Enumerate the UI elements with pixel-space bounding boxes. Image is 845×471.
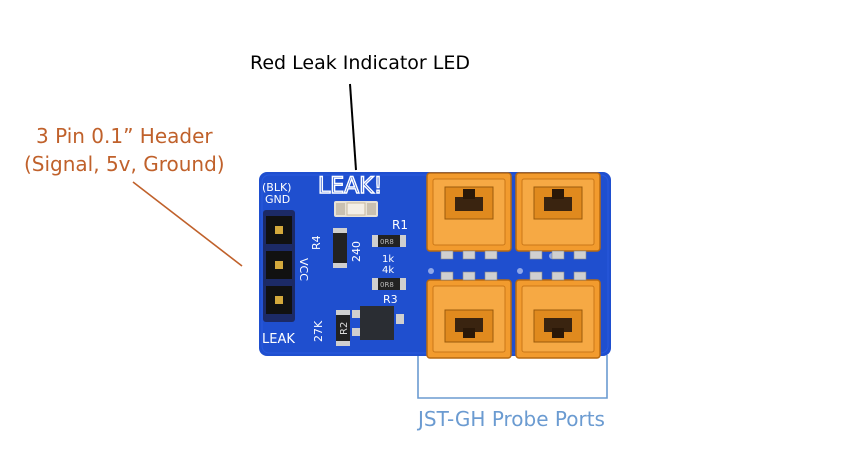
silk-r3: R3 [383,293,398,306]
silk-r240: 240 [350,241,363,262]
resistor-r4 [333,228,347,268]
silk-vcc: VCC [297,258,310,281]
silk-0r8-b: 0R8 [380,281,394,289]
jst-port-1 [426,172,512,260]
pin-header [263,210,295,322]
header-leader-line [132,181,243,267]
silk-leak: LEAK [262,332,295,347]
ports-bracket [417,355,608,399]
jst-port-2 [515,172,601,260]
jst-port-3 [426,271,512,359]
silk-4k: 4k [382,265,394,276]
header-callout-line2: (Signal, 5v, Ground) [24,152,225,176]
transistor-q1 [352,306,404,340]
leak-led [334,201,378,217]
led-leader-line [349,83,357,171]
silk-r2: R2 [339,322,350,335]
silk-title: LEAK! [318,174,382,199]
resistor-r2 [336,310,350,346]
ports-callout-label: JST-GH Probe Ports [418,407,605,431]
silk-blk: (BLK) [262,181,291,194]
silk-0r8-a: 0R8 [380,238,394,246]
header-callout-label: 3 Pin 0.1” Header (Signal, 5v, Ground) [24,122,225,178]
pcb-board: LEAK! (BLK) GND VCC LEAK [259,172,611,359]
resistor-0r8 [372,278,406,290]
resistor-r1 [372,235,406,247]
header-callout-line1: 3 Pin 0.1” Header [35,124,213,148]
led-callout-label: Red Leak Indicator LED [250,52,470,74]
jst-port-4 [515,271,601,359]
silk-27k: 27K [312,320,325,342]
silk-r1: R1 [392,218,408,232]
silk-r4: R4 [310,235,323,250]
silk-gnd: GND [265,193,290,206]
silk-1k: 1k [382,254,394,265]
